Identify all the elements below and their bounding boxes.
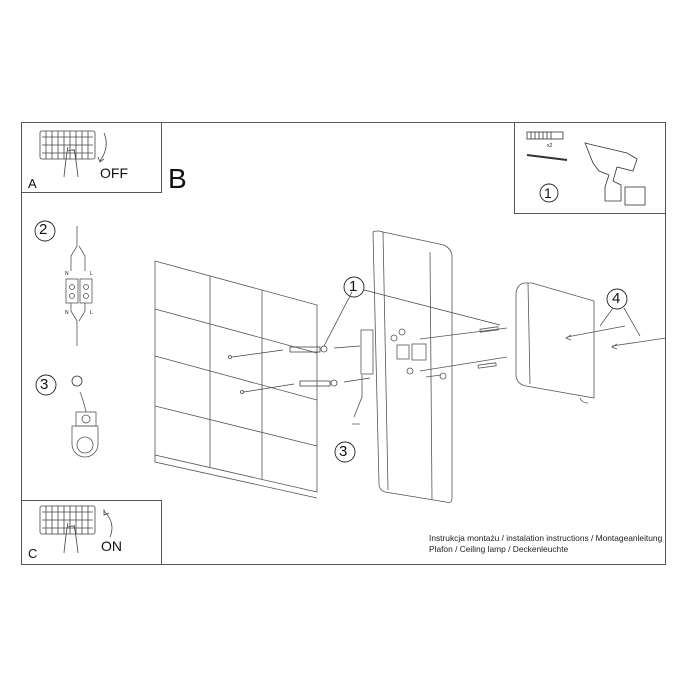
step-c-panel: C ON xyxy=(21,500,162,565)
wire-label-n-top: N xyxy=(65,271,69,277)
screws-and-dowels xyxy=(228,289,501,394)
caption-line-1: Instrukcja montażu / instalation instruc… xyxy=(429,533,663,543)
wall-plug-icon xyxy=(526,131,564,140)
lamp-body xyxy=(372,230,508,503)
instruction-sheet-frame xyxy=(21,122,666,565)
instruction-caption: Instrukcja montażu / instalation instruc… xyxy=(429,533,662,555)
breaker-off-illustration xyxy=(39,130,107,178)
wire-label-l-bottom: L xyxy=(90,310,93,316)
ground-symbol-icon xyxy=(71,375,83,387)
step-c-on-label: ON xyxy=(101,538,122,554)
mounting-bracket xyxy=(352,329,374,425)
caption-line-2: Plafon / Ceiling lamp / Deckenleuchte xyxy=(429,544,569,554)
step-a-panel: A OFF xyxy=(21,122,162,193)
step-a-letter: A xyxy=(28,176,37,191)
step-c-letter: C xyxy=(28,546,38,561)
step-1-tools-panel: x2 1 xyxy=(514,122,666,214)
wall-tiles xyxy=(154,260,318,499)
drill-and-dowels-illustration xyxy=(526,131,646,206)
drill-icon xyxy=(584,142,638,202)
tools-quantity-label: x2 xyxy=(547,143,553,149)
step-4-number: 4 xyxy=(612,290,621,307)
step-2-number: 2 xyxy=(39,221,48,238)
lamp-cover xyxy=(515,282,667,404)
step-3-number: 3 xyxy=(40,376,49,393)
step-a-off-label: OFF xyxy=(100,165,128,181)
wire-label-l-top: L xyxy=(90,271,93,277)
callout-3-number: 3 xyxy=(339,443,348,460)
wire-label-n-bottom: N xyxy=(65,310,69,316)
step-b-letter: B xyxy=(168,163,187,194)
breaker-on-illustration xyxy=(39,505,113,554)
screw-icon xyxy=(526,154,568,161)
callout-1-number: 1 xyxy=(349,278,358,295)
step-1-number: 1 xyxy=(544,185,552,201)
